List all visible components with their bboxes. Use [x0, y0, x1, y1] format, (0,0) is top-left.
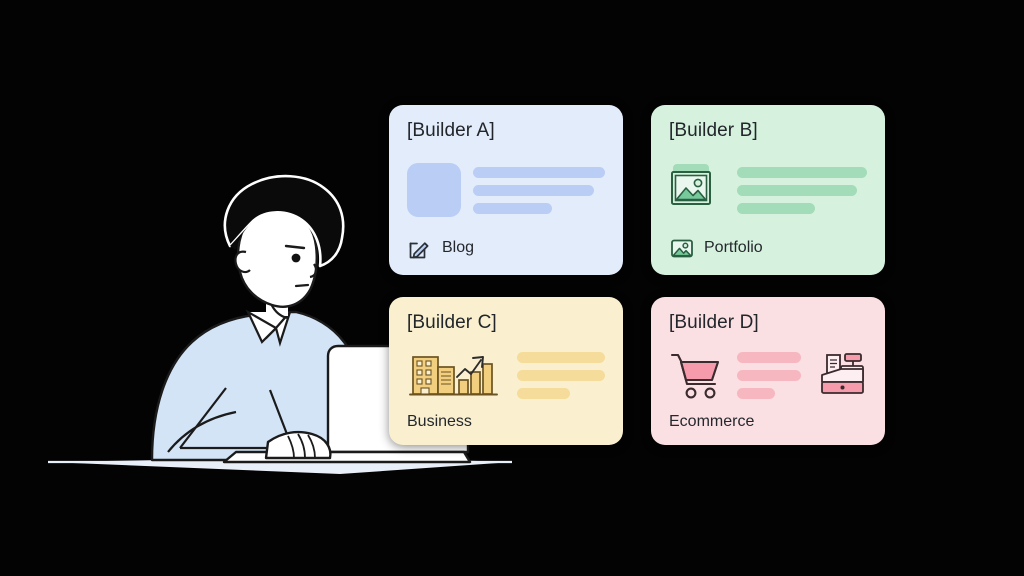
- pencil-square-icon: [409, 242, 429, 259]
- skeleton-text-bars: [473, 166, 605, 214]
- image-icon: [671, 239, 693, 258]
- card-preview-body: [407, 142, 605, 235]
- skeleton-bar: [517, 351, 605, 363]
- office-building-growth-chart-icon: [409, 356, 498, 396]
- image-placeholder-icon: [671, 164, 711, 206]
- skeleton-bar: [737, 202, 815, 214]
- skeleton-text-bars: [737, 351, 801, 399]
- skeleton-bar: [737, 351, 801, 363]
- card-title: [Builder B]: [669, 120, 758, 141]
- card-preview-body: [407, 334, 605, 413]
- builder-card-b[interactable]: [Builder B]: [651, 105, 885, 275]
- skeleton-text-bars: [517, 351, 605, 399]
- skeleton-bar: [517, 369, 605, 381]
- card-category-label: Blog: [442, 239, 475, 256]
- person-working-on-laptop-illustration: [40, 160, 520, 500]
- person-head: [223, 174, 345, 308]
- skeleton-text-bars: [737, 166, 867, 214]
- card-title: [Builder A]: [407, 120, 495, 141]
- builder-card-d[interactable]: [Builder D]: [651, 297, 885, 445]
- skeleton-bar: [737, 369, 801, 381]
- skeleton-bar: [517, 387, 570, 399]
- skeleton-bar: [473, 202, 553, 214]
- person-hand: [264, 430, 332, 460]
- card-title: [Builder D]: [669, 312, 759, 333]
- skeleton-bar: [737, 387, 776, 399]
- skeleton-bar: [737, 184, 857, 196]
- builder-card-a[interactable]: [Builder A] Blog: [389, 105, 623, 275]
- card-preview-body: [669, 334, 867, 413]
- builder-card-grid: [Builder A] Blog: [389, 105, 885, 445]
- skeleton-bar: [737, 166, 867, 178]
- card-category-label: Business: [407, 413, 472, 430]
- square-thumbnail-placeholder: [407, 163, 461, 218]
- card-category-label: Ecommerce: [669, 413, 755, 430]
- card-category-label: Portfolio: [704, 239, 763, 256]
- skeleton-bar: [473, 184, 595, 196]
- card-category-row: Ecommerce: [669, 413, 867, 433]
- card-category-row: Blog: [407, 235, 605, 263]
- card-title: [Builder C]: [407, 312, 497, 333]
- builder-card-c[interactable]: [Builder C]: [389, 297, 623, 445]
- cash-register-icon: [821, 353, 864, 395]
- skeleton-bar: [473, 166, 605, 178]
- card-preview-body: [669, 142, 867, 235]
- card-category-row: Portfolio: [669, 235, 867, 263]
- shopping-cart-icon: [670, 354, 720, 399]
- card-category-row: Business: [407, 413, 605, 433]
